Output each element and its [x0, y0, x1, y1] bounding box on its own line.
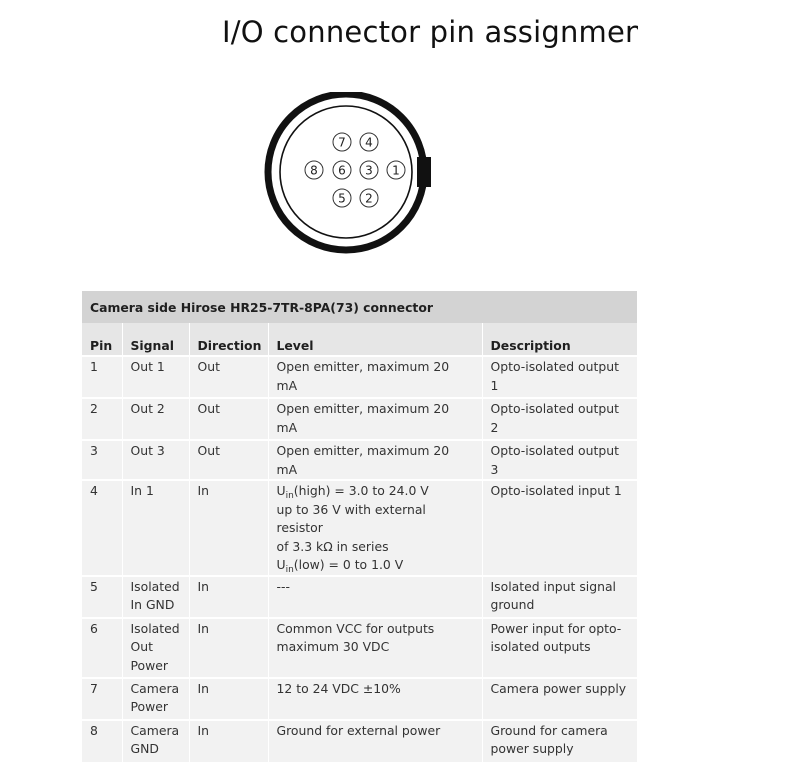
table-row: 6 Isolated Out Power In Common VCC for o… — [82, 616, 637, 678]
cell-direction: In — [188, 616, 268, 678]
cell-level: Open emitter, maximum 20 mA — [267, 439, 482, 480]
header-signal: Signal — [121, 323, 189, 356]
cell-pin: 1 — [82, 355, 122, 398]
table-row: 5 Isolated In GND In --- Isolated input … — [82, 574, 637, 618]
table-row: 8 Camera GND In Ground for external powe… — [82, 718, 637, 762]
level-line-resistor: up to 36 V with external resistor — [276, 501, 426, 536]
cell-pin: 3 — [82, 439, 122, 480]
svg-text:6: 6 — [338, 164, 346, 178]
pin-assignment-table: Camera side Hirose HR25-7TR-8PA(73) conn… — [82, 291, 637, 762]
cell-level: Open emitter, maximum 20 mA — [267, 397, 482, 440]
cell-direction: Out — [188, 439, 268, 480]
pin-2: 2 — [359, 188, 379, 208]
cell-signal: Camera GND — [121, 718, 189, 762]
cell-description: Power input for opto-isolated outputs — [481, 616, 637, 678]
cell-pin: 6 — [82, 616, 122, 678]
cell-description: Opto-isolated input 1 — [481, 479, 637, 576]
cell-level: Common VCC for outputs maximum 30 VDC — [267, 616, 482, 678]
cell-direction: In — [188, 574, 268, 618]
cell-level: Ground for external power — [267, 718, 482, 762]
table-row: 3 Out 3 Out Open emitter, maximum 20 mA … — [82, 439, 637, 480]
cell-level: 12 to 24 VDC ±10% — [267, 676, 482, 720]
level-line-uin-low: Uin(low) = 0 to 1.0 V — [276, 557, 404, 575]
pin-4: 4 — [359, 132, 379, 152]
cell-direction: In — [188, 718, 268, 762]
cell-pin: 8 — [82, 718, 122, 762]
cell-direction: In — [188, 676, 268, 720]
cell-signal: Out 3 — [121, 439, 189, 480]
cell-direction: In — [188, 479, 268, 576]
svg-text:2: 2 — [365, 192, 373, 206]
table-row: 7 Camera Power In 12 to 24 VDC ±10% Came… — [82, 676, 637, 720]
table-row: 2 Out 2 Out Open emitter, maximum 20 mA … — [82, 397, 637, 440]
svg-text:7: 7 — [338, 136, 346, 150]
table-row: 1 Out 1 Out Open emitter, maximum 20 mA … — [82, 355, 637, 398]
cell-description: Opto-isolated output 1 — [481, 355, 637, 398]
cell-level: Open emitter, maximum 20 mA — [267, 355, 482, 398]
cell-description: Camera power supply — [481, 676, 637, 720]
svg-text:4: 4 — [365, 136, 373, 150]
pin-7: 7 — [332, 132, 352, 152]
cell-signal: In 1 — [121, 479, 189, 576]
svg-text:8: 8 — [310, 164, 318, 178]
svg-text:1: 1 — [392, 164, 400, 178]
pin-5: 5 — [332, 188, 352, 208]
page-title: I/O connector pin assignmen — [222, 15, 638, 49]
header-pin: Pin — [82, 323, 122, 356]
header-description: Description — [481, 323, 637, 356]
cell-pin: 7 — [82, 676, 122, 720]
cell-direction: Out — [188, 355, 268, 398]
table-caption-row: Camera side Hirose HR25-7TR-8PA(73) conn… — [82, 291, 637, 323]
cell-signal: Out 2 — [121, 397, 189, 440]
connector-inner-ring — [279, 105, 413, 239]
cell-description: Ground for camera power supply — [481, 718, 637, 762]
cell-direction: Out — [188, 397, 268, 440]
cell-description: Isolated input signal ground — [481, 574, 637, 618]
level-line-uin-high: Uin(high) = 3.0 to 24.0 V — [276, 483, 429, 501]
svg-text:5: 5 — [338, 192, 346, 206]
cell-signal: Isolated Out Power — [121, 616, 189, 678]
cell-signal: Isolated In GND — [121, 574, 189, 618]
table-caption: Camera side Hirose HR25-7TR-8PA(73) conn… — [82, 291, 637, 323]
header-direction: Direction — [188, 323, 268, 356]
svg-text:3: 3 — [365, 164, 373, 178]
cell-level: --- — [267, 574, 482, 618]
pin-8: 8 — [304, 160, 324, 180]
cell-signal: Out 1 — [121, 355, 189, 398]
pin-1: 1 — [386, 160, 406, 180]
level-line-series: of 3.3 kΩ in series — [276, 538, 389, 554]
cell-level: Uin(high) = 3.0 to 24.0 V up to 36 V wit… — [267, 479, 482, 576]
connector-diagram: 7 4 8 6 3 1 5 2 — [264, 92, 431, 254]
pin-3: 3 — [359, 160, 379, 180]
header-level: Level — [267, 323, 482, 356]
connector-key-notch — [417, 157, 431, 187]
cell-description: Opto-isolated output 3 — [481, 439, 637, 480]
cell-description: Opto-isolated output 2 — [481, 397, 637, 440]
cell-signal: Camera Power — [121, 676, 189, 720]
cell-pin: 2 — [82, 397, 122, 440]
table-row: 4 In 1 In Uin(high) = 3.0 to 24.0 V up t… — [82, 479, 637, 576]
table-header-row: Pin Signal Direction Level Description — [82, 323, 637, 356]
pin-6: 6 — [332, 160, 352, 180]
cell-pin: 5 — [82, 574, 122, 618]
cell-pin: 4 — [82, 479, 122, 576]
